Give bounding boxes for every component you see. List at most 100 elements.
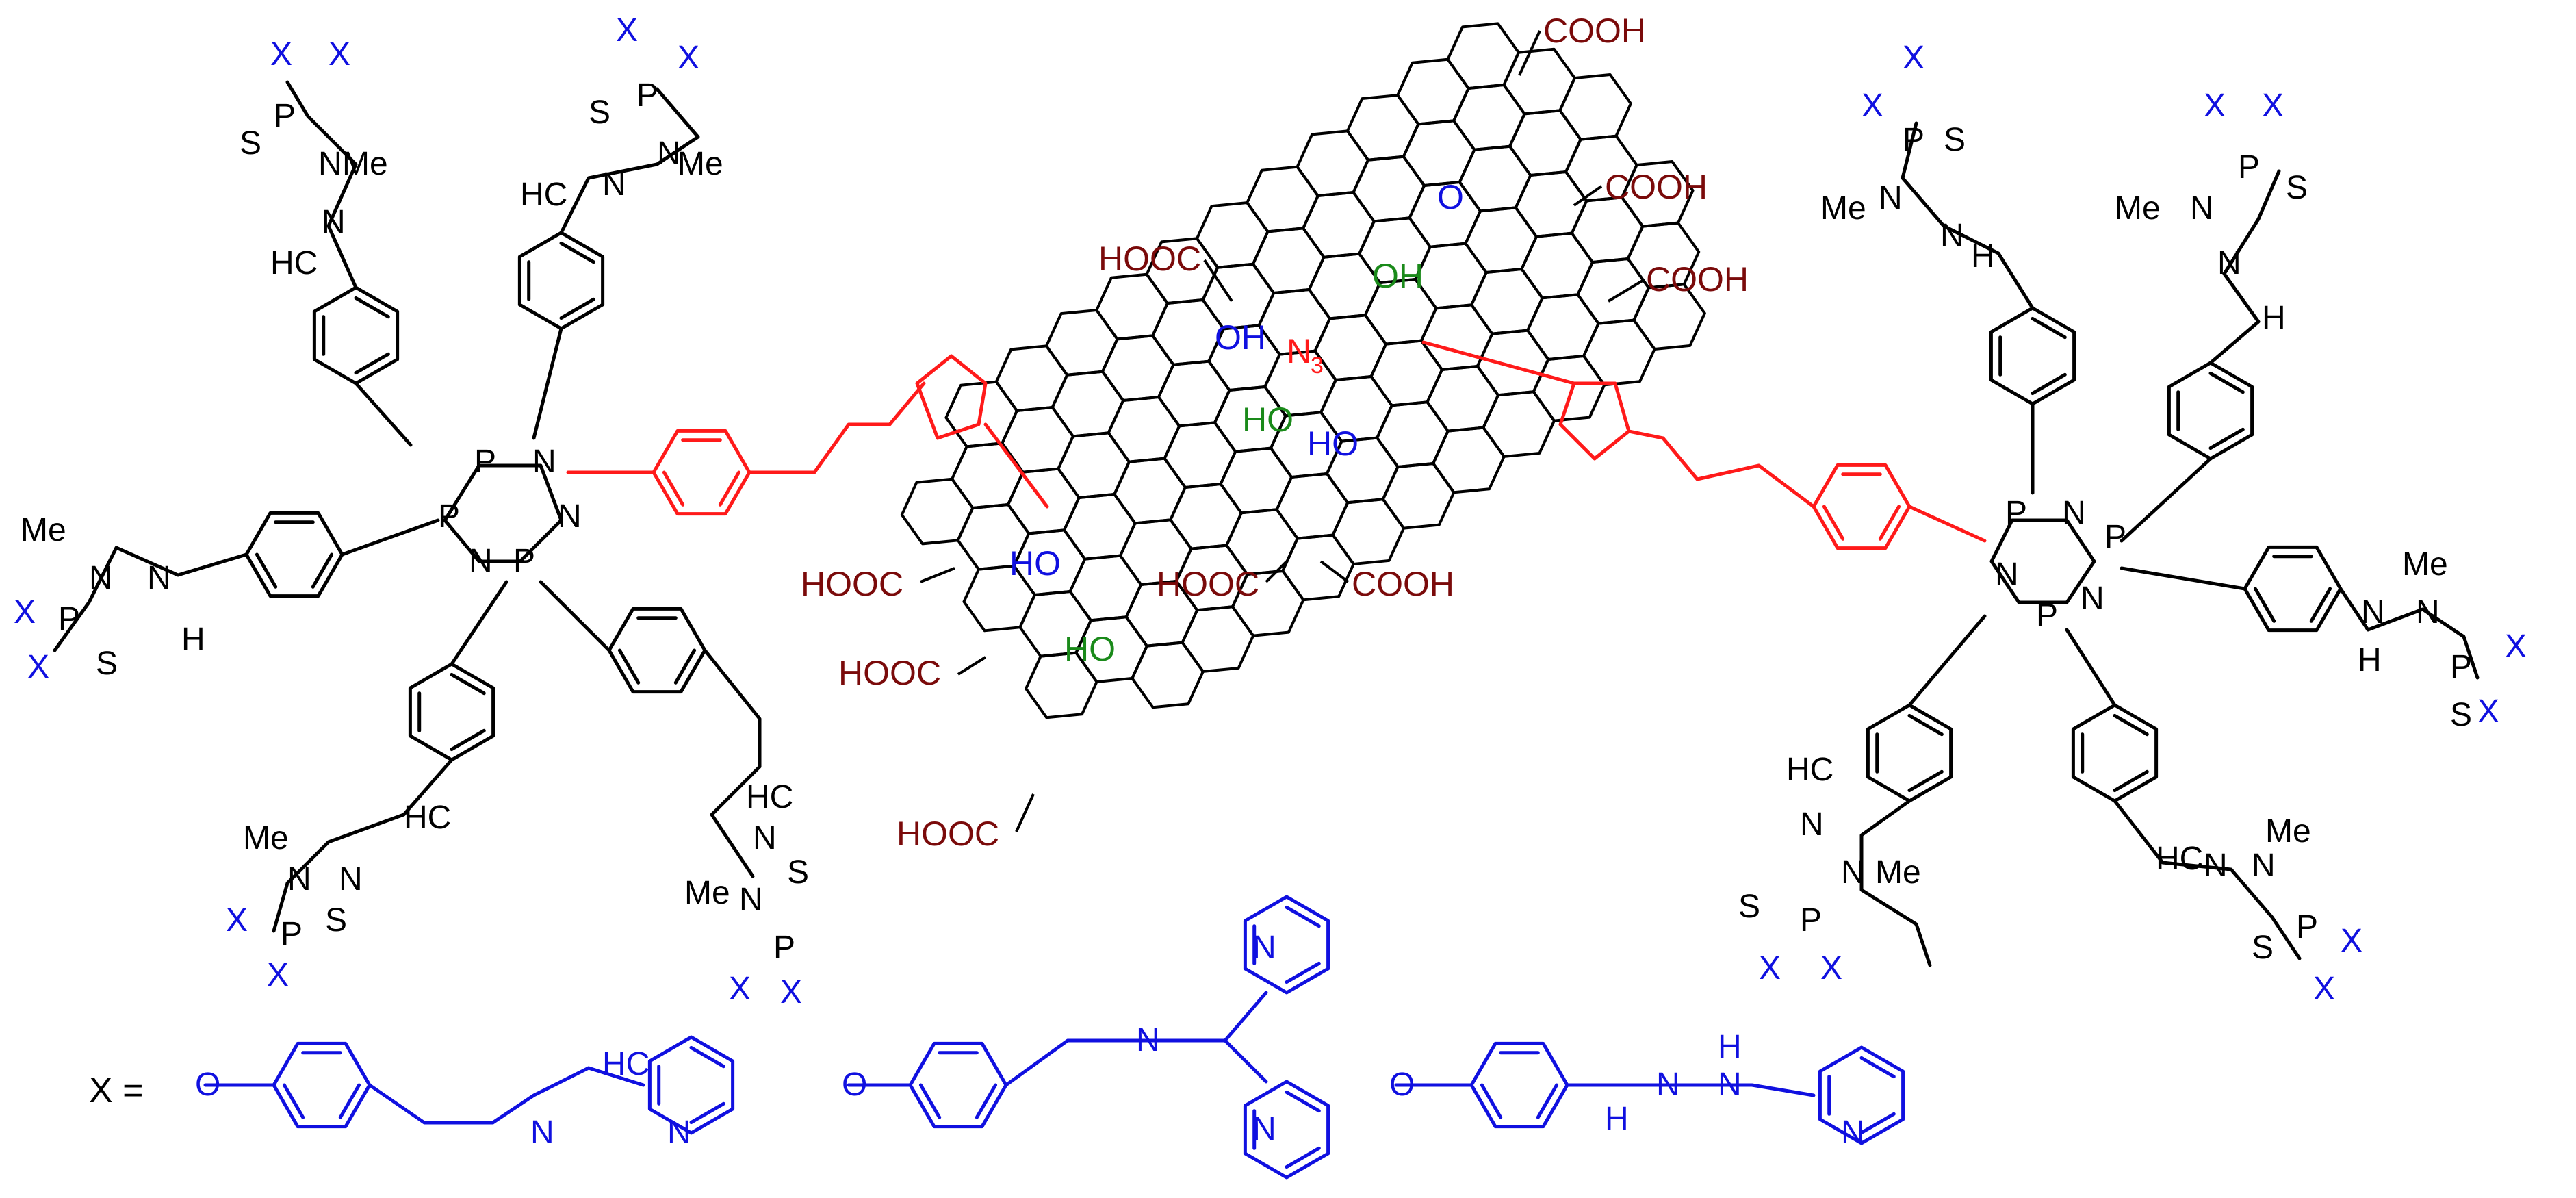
ring-double-bond (354, 296, 390, 319)
phosphazene-ring (443, 463, 563, 563)
atom-o: O (842, 1067, 867, 1103)
ring-double-bond (975, 1083, 998, 1119)
ring-double-bond (1907, 713, 1944, 737)
graphene-hexagon (1181, 605, 1255, 673)
atom-x: X (226, 902, 248, 939)
ring-double-bond (338, 1083, 361, 1119)
left-core-atoms: P N P N P N (438, 444, 582, 579)
left-n2: N (469, 543, 493, 579)
atom-me: Me (342, 146, 388, 182)
atom-n: N (2204, 847, 2228, 884)
atom-s: S (96, 646, 118, 682)
left-aryl-top-right (517, 231, 605, 331)
atom-x: X (729, 971, 751, 1007)
atom-me: Me (678, 146, 723, 182)
atom-n: N (2361, 594, 2385, 630)
legend-pyridine-1 (647, 1035, 735, 1135)
right-aryl-top (1989, 306, 2076, 406)
atom-n: N (1136, 1022, 1160, 1058)
atom-x: X (2477, 693, 2499, 730)
atom-s: S (240, 125, 261, 162)
legend-aryl-2 (908, 1041, 1008, 1129)
right-triazole (1558, 381, 1631, 461)
bottom-right-arm-chain (703, 648, 762, 878)
atom-n: N (753, 820, 777, 856)
left-aryl-left (244, 511, 344, 598)
right-aryl-top-right (2167, 361, 2254, 461)
ring-double-bond (1859, 1112, 1896, 1135)
graphene-hexagon (1381, 461, 1456, 530)
ho-blue-left: HO (1009, 544, 1061, 583)
atom-n: N (1800, 806, 1824, 843)
atom-s: S (2252, 930, 2274, 966)
ring-double-bond (1285, 905, 1321, 928)
ho-green-mid: HO (1242, 400, 1293, 439)
atom-me: Me (684, 875, 730, 911)
left-triazole (915, 354, 988, 440)
atom-hc: HC (1786, 752, 1833, 788)
ring-double-bond (718, 470, 741, 507)
left-p1: P (474, 444, 496, 480)
left-linker-aryl (652, 429, 751, 516)
right-p3: P (2036, 598, 2058, 634)
legend-ligand-bonds (203, 895, 1905, 1180)
ring-double-bond (689, 1045, 725, 1069)
atom-hc: HC (2156, 841, 2203, 877)
ring-double-bond (1480, 1083, 1503, 1119)
atom-h: H (1971, 238, 1995, 275)
graphene-hex-lattice (900, 22, 1706, 719)
acid-bonds (920, 30, 1644, 832)
right-triazole-to-sheet (1421, 340, 1665, 440)
atom-x: X (616, 12, 638, 49)
legend-aryl-1 (272, 1041, 372, 1129)
core-aryl-links (340, 327, 611, 666)
right-right-arm (2339, 587, 2480, 680)
left-dendrimer-bonds (53, 80, 1049, 933)
atom-x: X (267, 957, 289, 993)
left-p2: P (438, 498, 460, 535)
atom-s: S (589, 94, 610, 131)
hooc-lower-left: HOOC (838, 654, 941, 692)
ring-double-bond (2113, 713, 2149, 737)
atom-p: P (1800, 902, 1822, 939)
atom-p: P (1903, 122, 1924, 158)
atom-me: Me (1875, 854, 1921, 891)
graphene-oxide-sheet: COOH COOH COOH HOOC COOH HOOC HOOC HOOC … (801, 12, 1749, 853)
ring-double-bond (689, 1101, 725, 1125)
atom-n: N (89, 560, 113, 596)
right-dendrimer: P N P N P N (1421, 121, 2480, 967)
atom-hc: HC (404, 800, 451, 836)
atom-p: P (58, 601, 80, 637)
atom-p: P (274, 98, 296, 134)
right-bottom-arm (2113, 799, 2302, 960)
graphene-hexagon (1331, 498, 1406, 565)
atom-n: N (1252, 1111, 1276, 1147)
atom-me: Me (2402, 546, 2448, 583)
ring-double-bond (2031, 372, 2067, 396)
atom-o: O (195, 1067, 220, 1103)
atom-me: Me (2265, 813, 2311, 850)
atom-n: N (2416, 594, 2440, 630)
ring-double-bond (450, 728, 486, 752)
ring-double-bond (2113, 769, 2149, 793)
atom-x: X (2313, 971, 2335, 1007)
atom-s: S (2286, 170, 2308, 206)
left-linker-chain (566, 381, 926, 474)
atom-p: P (2450, 649, 2472, 685)
atom-n: N (322, 204, 346, 240)
graphene-hexagon (1626, 221, 1701, 290)
atom-x: X (1759, 950, 1781, 986)
graphene-hexagon (1532, 354, 1606, 422)
atom-n: N (1940, 218, 1964, 254)
ring-double-bond (662, 470, 685, 507)
left-n3: N (558, 498, 582, 535)
atom-o: O (1389, 1067, 1415, 1103)
ring-double-bond (2208, 427, 2245, 450)
oh-blue-top: OH (1215, 318, 1266, 357)
atom-n: N (1841, 854, 1865, 891)
cooh-top-1: COOH (1543, 12, 1646, 50)
atom-hc: HC (520, 177, 567, 213)
atom-s: S (787, 854, 809, 891)
